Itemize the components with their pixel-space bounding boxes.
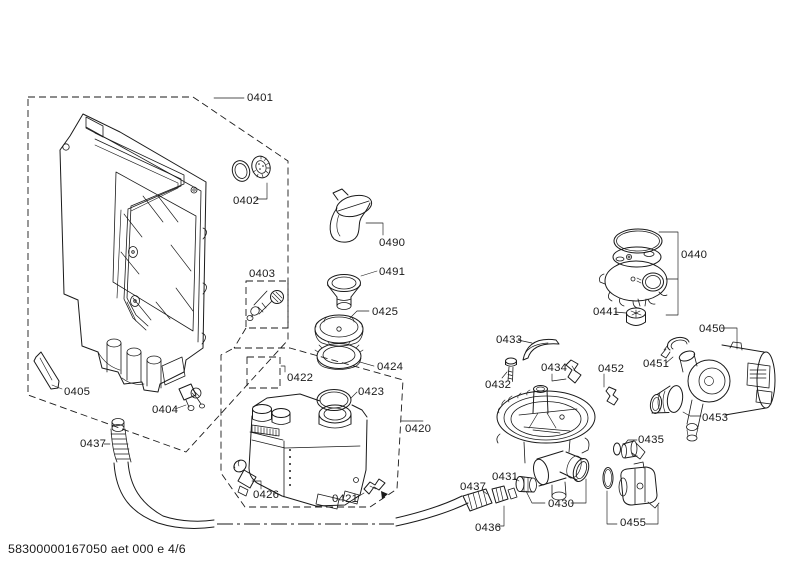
part-label-0440: 0440 (681, 249, 707, 261)
part-0453-sleeve-drawing (649, 385, 702, 417)
part-0491-funnel-drawing (327, 270, 378, 310)
document-code-footer: 58300000167050 aet 000 e 4/6 (8, 542, 186, 556)
assembly-box-0401 (27, 96, 289, 453)
assembly-box-0403 (233, 280, 289, 349)
part-label-0420: 0420 (405, 423, 431, 435)
part-label-0435: 0435 (638, 434, 664, 446)
part-label-0437-left: 0437 (80, 438, 106, 450)
part-0455-drain-pump-drawing (602, 461, 660, 525)
part-label-0424: 0424 (377, 361, 403, 373)
part-label-0423: 0423 (358, 386, 384, 398)
part-label-0453: 0453 (702, 412, 728, 424)
part-0435-fitting-drawing (613, 439, 646, 460)
part-0451-clamp-drawing (660, 336, 690, 364)
part-label-0433: 0433 (496, 334, 522, 346)
part-labels: 0401 0402 0403 0404 0405 0437 0490 0491 … (64, 92, 728, 534)
part-label-0432: 0432 (485, 379, 511, 391)
part-label-0426: 0426 (253, 489, 279, 501)
part-0437-hose-end-drawing (395, 488, 493, 527)
part-0430-sump-drawing (496, 385, 596, 504)
part-0404-valve-drawing (174, 383, 205, 411)
part-label-0436: 0436 (475, 522, 501, 534)
part-label-0434: 0434 (541, 362, 567, 374)
part-label-0450: 0450 (699, 323, 725, 335)
part-0441-impeller-drawing (614, 307, 646, 326)
part-0490-jug-drawing (329, 188, 384, 243)
part-label-0405: 0405 (64, 386, 90, 398)
assembly-box-0420 (220, 347, 424, 508)
part-label-0452: 0452 (598, 363, 624, 375)
part-label-0451: 0451 (643, 358, 669, 370)
part-label-0403: 0403 (249, 268, 275, 280)
part-label-0425: 0425 (372, 306, 398, 318)
part-0436-hose-nut-drawing (491, 485, 518, 527)
part-0421-clip-drawing (355, 478, 388, 499)
part-label-0455: 0455 (620, 517, 646, 529)
part-0425-cap-drawing (314, 310, 370, 347)
part-0431-coupling-drawing (513, 476, 537, 493)
part-label-0430: 0430 (548, 498, 574, 510)
part-label-0402: 0402 (233, 195, 259, 207)
part-0403-fitting-drawing (246, 290, 284, 321)
part-label-0421: 0421 (332, 493, 358, 505)
part-0402-seal-drawing (231, 155, 271, 200)
part-label-0491: 0491 (379, 266, 405, 278)
part-0424-threaded-ring-drawing (314, 341, 375, 370)
part-label-0490: 0490 (379, 237, 405, 249)
part-label-0431: 0431 (492, 471, 518, 483)
part-0401-side-panel-drawing (59, 113, 207, 393)
part-0437-drain-hose-drawing (103, 418, 215, 529)
part-label-0422: 0422 (287, 372, 313, 384)
part-0450-circulation-pump-drawing (678, 327, 776, 442)
part-0440-pump-head-drawing (599, 228, 679, 316)
part-label-0441: 0441 (593, 306, 619, 318)
part-0434-clip-drawing (551, 359, 582, 384)
assembly-box-0422 (246, 356, 286, 389)
part-0405-wedge-drawing (33, 351, 63, 390)
part-0426-valve-drawing (233, 459, 262, 497)
part-0433-arc-clip-drawing (517, 338, 560, 361)
part-label-0401: 0401 (247, 92, 273, 104)
part-label-0404: 0404 (152, 404, 178, 416)
part-0452-clip-drawing (603, 373, 619, 406)
part-0432-screw-drawing (501, 357, 517, 382)
part-label-0437-bottom: 0437 (460, 481, 486, 493)
